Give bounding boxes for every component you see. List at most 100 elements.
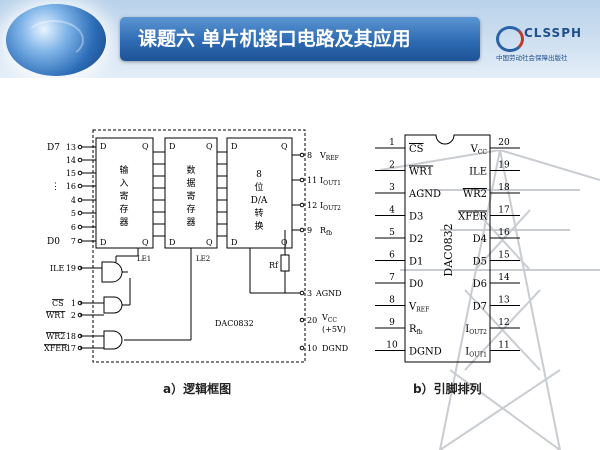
input-latch-char: 存 xyxy=(119,203,128,215)
pin-label: D3 xyxy=(409,212,423,223)
q-label: Q xyxy=(142,238,149,247)
dac-register-char: 据 xyxy=(186,177,195,189)
pin-number: 19 xyxy=(66,264,76,273)
pin-number: 1 xyxy=(389,138,395,148)
pin-terminal xyxy=(77,224,83,230)
pin-number: 10 xyxy=(307,344,317,353)
pin-label: CS xyxy=(52,299,64,308)
and-gate xyxy=(103,296,123,314)
vcc-note: (+5V) xyxy=(322,325,346,334)
pin-terminal xyxy=(77,210,83,216)
pin-number: 5 xyxy=(389,228,395,238)
pin-label: ILE xyxy=(50,264,64,273)
pin-number: 16 xyxy=(498,228,510,238)
pin-number: 13 xyxy=(498,296,510,306)
d-label: D xyxy=(100,238,106,247)
pin-number: 12 xyxy=(307,201,317,210)
rf-label: Rf xyxy=(269,261,279,270)
q-label: Q xyxy=(281,142,288,151)
pin-label: CS xyxy=(409,144,424,155)
chip-package xyxy=(404,134,491,363)
dac-register-char: 数 xyxy=(186,164,195,176)
pin-number: 6 xyxy=(71,223,76,232)
pin-label: IOUT1 xyxy=(465,347,487,359)
pin-terminal xyxy=(77,144,83,150)
pin-terminal xyxy=(299,290,305,296)
pin-terminal xyxy=(299,152,305,158)
pin-label: XFER xyxy=(458,212,487,223)
title-bar xyxy=(120,17,480,61)
pin-terminal xyxy=(77,183,83,189)
pin-label: D7 xyxy=(473,302,487,313)
pin-label: D1 xyxy=(409,257,423,268)
pin-label: DGND xyxy=(322,344,348,353)
pin-label: D6 xyxy=(473,279,487,290)
pin-number: 5 xyxy=(71,209,76,218)
dac-converter-char: 换 xyxy=(254,220,263,232)
pin-terminal xyxy=(299,177,305,183)
caption-logic-diagram: a）逻辑框图 xyxy=(163,382,232,396)
pin-number: 20 xyxy=(498,138,510,148)
pin-label: WR1 xyxy=(46,311,65,320)
pin-label: XFER xyxy=(44,344,68,353)
pin-label: D2 xyxy=(409,234,423,245)
pin-terminal xyxy=(299,227,305,233)
d-label: D xyxy=(169,142,175,151)
pin-label: D7 xyxy=(47,143,60,153)
chip-label: DAC0832 xyxy=(442,223,455,276)
pin-label: Rfb xyxy=(409,324,423,336)
pin-number: 10 xyxy=(386,341,398,351)
input-latch-box xyxy=(95,137,154,249)
dac-converter-char: D/A xyxy=(251,196,268,206)
logo-swirl-icon xyxy=(496,26,524,52)
pin-label: ⋮ xyxy=(51,182,60,192)
pin-label: IOUT2 xyxy=(320,201,341,212)
pin-label: VCC xyxy=(321,313,337,324)
q-label: Q xyxy=(206,238,213,247)
pin-number: 15 xyxy=(66,169,76,178)
pin-label: WR2 xyxy=(46,332,65,341)
pin-number: 3 xyxy=(389,183,395,193)
le1-label: LE1 xyxy=(137,255,151,263)
pin-label: AGND xyxy=(315,289,342,298)
publisher-logo: CLSSPH 中国劳动社会保障出版社 xyxy=(488,12,596,68)
pin-label: WR1 xyxy=(409,167,433,178)
q-label: Q xyxy=(206,142,213,151)
pin-label: IOUT1 xyxy=(320,176,341,187)
pin-number: 14 xyxy=(66,156,76,165)
pin-terminal xyxy=(299,345,305,351)
pin-number: 12 xyxy=(498,318,509,328)
dac-converter-box xyxy=(226,137,293,249)
pin-label: VCC xyxy=(470,144,488,156)
pin-number: 8 xyxy=(307,151,312,160)
pin-number: 2 xyxy=(389,161,395,171)
pin-number: 9 xyxy=(389,318,395,328)
pin-number: 20 xyxy=(307,316,317,325)
pin-label: DGND xyxy=(409,347,442,358)
pin-label: Rfb xyxy=(320,226,332,237)
pin-number: 19 xyxy=(498,161,510,171)
pin-number: 7 xyxy=(71,237,76,246)
pin-terminal xyxy=(299,202,305,208)
and-gate xyxy=(103,330,123,350)
logo-subtitle: 中国劳动社会保障出版社 xyxy=(496,54,568,62)
q-label: Q xyxy=(281,238,288,247)
pin-terminal xyxy=(299,317,305,323)
d-label: D xyxy=(169,238,175,247)
pin-number: 8 xyxy=(389,296,395,306)
pin-number: 1 xyxy=(71,299,76,308)
chip-boundary xyxy=(92,129,306,363)
pin-terminal xyxy=(77,170,83,176)
dac-converter-char: 8 xyxy=(256,170,262,180)
pin-number: 17 xyxy=(66,344,76,353)
pin-number: 4 xyxy=(71,196,76,205)
chip-label: DAC0832 xyxy=(215,319,254,328)
d-label: D xyxy=(100,142,106,151)
pin-number: 6 xyxy=(389,251,395,261)
pin-number: 18 xyxy=(498,183,510,193)
caption-pin-diagram: b）引脚排列 xyxy=(413,382,482,396)
pin-terminal xyxy=(77,238,83,244)
pin-label: AGND xyxy=(408,189,441,200)
